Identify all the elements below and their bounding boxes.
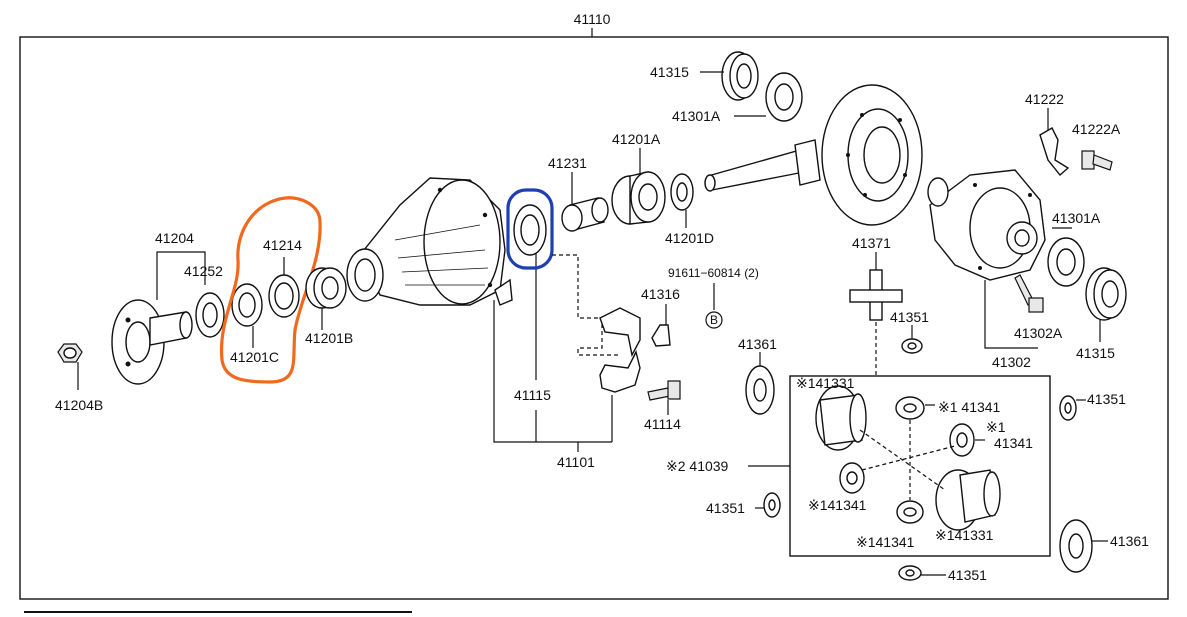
label-41201B: 41201B xyxy=(305,330,353,346)
pinion-gear-141341-c xyxy=(839,462,865,494)
ring-and-pinion-gear xyxy=(704,84,923,226)
label-41351-a: 41351 xyxy=(890,309,929,325)
label-141341-a: ※1 41341 xyxy=(938,399,1001,415)
label-41302A: 41302A xyxy=(1014,325,1063,341)
label-41252: 41252 xyxy=(184,263,223,279)
label-41351-b: 41351 xyxy=(1087,391,1126,407)
thrust-washer-41351-d xyxy=(898,565,922,581)
label-41201D: 41201D xyxy=(665,230,714,246)
bearing-cone-41315-right xyxy=(1085,267,1127,321)
lock-plate-41222 xyxy=(1039,127,1070,177)
bearing-cap-upper xyxy=(599,307,641,358)
differential-case-41302 xyxy=(927,169,1046,281)
svg-text:B: B xyxy=(710,313,718,327)
label-41204B: 41204B xyxy=(55,397,103,413)
label-41315-top: 41315 xyxy=(650,64,689,80)
bolt-41302A xyxy=(1014,274,1044,313)
label-41351-c: 41351 xyxy=(706,500,745,516)
label-41222A: 41222A xyxy=(1072,121,1121,137)
label-41204: 41204 xyxy=(155,230,194,246)
label-41361-top: 41361 xyxy=(738,336,777,352)
label-41222: 41222 xyxy=(1025,91,1064,107)
thrust-washer-41361-bottom xyxy=(1059,519,1093,573)
companion-flange-41204 xyxy=(111,299,193,385)
spacer-41214 xyxy=(268,274,300,318)
label-141341-b2: 41341 xyxy=(994,435,1033,451)
bolt-41114 xyxy=(647,380,681,401)
thrust-washer-41351-a xyxy=(901,338,923,354)
side-gear-141331-a xyxy=(815,385,867,451)
bearing-41201B xyxy=(305,267,347,309)
diagram-frame xyxy=(19,36,1169,600)
label-41201C: 41201C xyxy=(230,349,279,365)
label-141341-c: ※141341 xyxy=(808,497,867,513)
washer-41201D xyxy=(670,173,694,211)
label-41302: 41302 xyxy=(992,354,1031,370)
label-41371: 41371 xyxy=(852,235,891,251)
label-41351-d: 41351 xyxy=(948,567,987,583)
bearing-cap-lower xyxy=(599,349,641,393)
label-41316: 41316 xyxy=(641,286,680,302)
label-141331-a: ※141331 xyxy=(796,375,855,391)
circle-b-marker: B xyxy=(705,311,723,329)
oil-seal-41201C xyxy=(231,283,263,327)
carrier-housing-41101 xyxy=(346,177,513,306)
thrust-washer-41361-top xyxy=(745,365,775,415)
label-41101: 41101 xyxy=(557,454,595,470)
label-41231: 41231 xyxy=(548,155,587,171)
label-141341-b1: ※1 xyxy=(986,419,1006,435)
side-gear-141331-b xyxy=(935,469,1001,531)
adjusting-lock-41316 xyxy=(651,324,671,347)
label-141331-b: ※141331 xyxy=(935,527,994,543)
pinion-gear-141341-d xyxy=(896,500,924,524)
label-141341-d: ※141341 xyxy=(856,534,915,550)
bearing-cup-41301A-top xyxy=(765,72,803,122)
label-41315-right: 41315 xyxy=(1076,345,1115,361)
label-91611: 91611−60814 (2) xyxy=(668,266,759,280)
thrust-washer-41351-c xyxy=(763,492,781,518)
label-41039: ※2 41039 xyxy=(666,458,729,474)
bearing-cup-41301A-right xyxy=(1047,237,1085,287)
thrust-washer-41351-b xyxy=(1059,395,1077,421)
label-41115: 41115 xyxy=(514,387,551,403)
nut-41204B xyxy=(57,343,83,363)
label-41301A-right: 41301A xyxy=(1052,210,1101,226)
slinger-41252 xyxy=(195,292,225,338)
orange-highlight-circle xyxy=(219,196,322,384)
label-41301A-top: 41301A xyxy=(672,108,721,124)
spacer-41231 xyxy=(561,197,609,232)
bolt-41222A xyxy=(1081,150,1113,171)
label-41361-bottom: 41361 xyxy=(1110,533,1149,549)
label-41110: 41110 xyxy=(574,11,611,27)
spider-41371 xyxy=(849,269,903,321)
bearing-cone-41315-top xyxy=(721,51,759,101)
label-41114: 41114 xyxy=(644,416,681,432)
bearing-41201A xyxy=(611,171,666,225)
label-41214: 41214 xyxy=(263,237,302,253)
pinion-gear-141341-b xyxy=(949,423,975,457)
label-41201A: 41201A xyxy=(612,131,661,147)
pinion-gear-141341-a xyxy=(895,396,925,420)
bearing-cup-41115 xyxy=(513,204,547,256)
blue-highlight-box xyxy=(506,188,554,270)
